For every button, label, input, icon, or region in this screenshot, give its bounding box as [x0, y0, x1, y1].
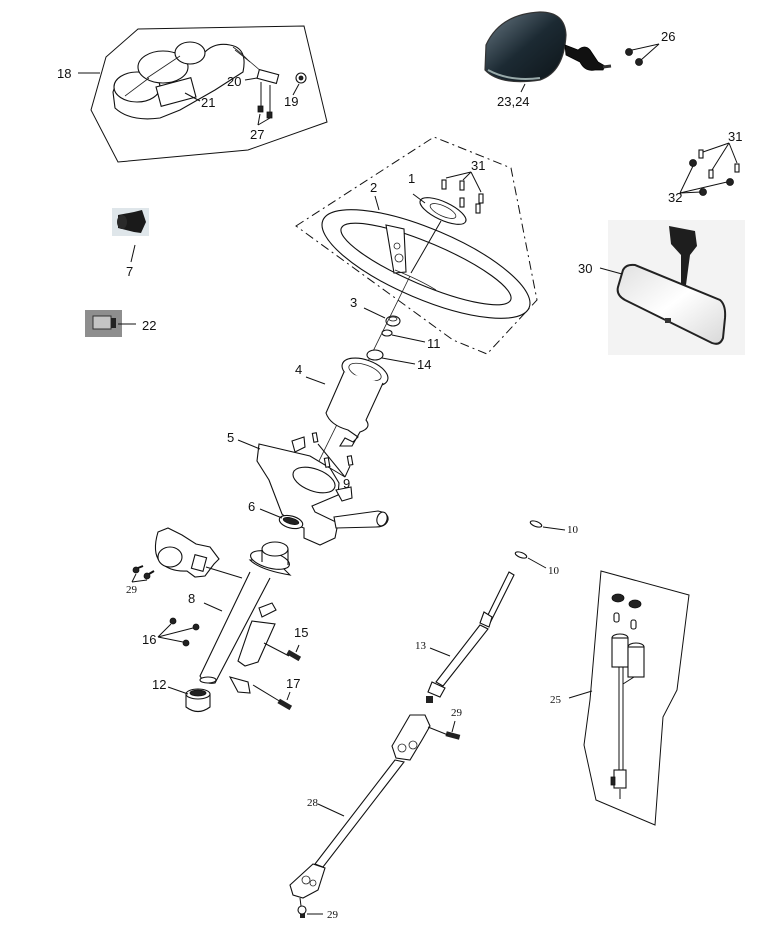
- mirror-nut[interactable]: [689, 159, 697, 167]
- callout-2: 2: [370, 180, 377, 195]
- callout-8: 8: [188, 591, 195, 606]
- u-joint-bolt-lower[interactable]: [297, 905, 307, 918]
- callout-27: 27: [250, 127, 264, 142]
- rocker-switch-part[interactable]: [85, 310, 122, 337]
- callout-12: 12: [152, 677, 166, 692]
- socket-harness-group: 25: [550, 570, 690, 826]
- speed-sensor[interactable]: [232, 46, 280, 119]
- rearview-mirror-group: 30: [578, 220, 745, 355]
- callout-18: 18: [57, 66, 71, 81]
- callout-15: 15: [294, 625, 308, 640]
- callout-29-upper: 29: [451, 707, 463, 719]
- group-outline: [90, 25, 328, 163]
- rearview-mirror[interactable]: [616, 226, 727, 345]
- mount-bolt-upper[interactable]: [286, 649, 302, 662]
- column-bushing[interactable]: [185, 688, 211, 713]
- universal-joint-shaft[interactable]: [289, 714, 431, 899]
- instrument-cluster[interactable]: [112, 41, 245, 120]
- callout-16: 16: [142, 632, 156, 647]
- callout-25: 25: [550, 694, 562, 706]
- callout-21: 21: [201, 95, 215, 110]
- column-cover[interactable]: [325, 353, 392, 447]
- callout-23-24: 23,24: [497, 94, 530, 109]
- callout-22: 22: [142, 318, 156, 333]
- mount-bolt-lower[interactable]: [277, 698, 293, 711]
- steering-shaft[interactable]: [426, 571, 515, 703]
- mirror-nut[interactable]: [635, 58, 643, 66]
- bulb-socket[interactable]: [295, 72, 307, 84]
- mount-bracket: [237, 620, 276, 667]
- instrument-cluster-group: 18 21 20 19 27: [57, 25, 328, 163]
- mirror-nut[interactable]: [726, 178, 734, 186]
- horn-bolts[interactable]: [441, 179, 484, 214]
- callout-29-lower: 29: [327, 909, 339, 921]
- callout-10-upper: 10: [567, 524, 579, 536]
- mirror-nut[interactable]: [625, 48, 633, 56]
- callout-6: 6: [248, 499, 255, 514]
- u-joint-bolt-upper[interactable]: [445, 731, 461, 740]
- ignition-switch[interactable]: [154, 527, 220, 578]
- callout-31-mirror: 31: [728, 129, 742, 144]
- mirror-bolt[interactable]: [698, 149, 704, 159]
- mirror-bolt[interactable]: [708, 169, 714, 179]
- warning-light-panel: [155, 77, 197, 107]
- bracket-tab: [335, 486, 353, 502]
- fuel-gauge-dial: [174, 41, 206, 65]
- callout-19: 19: [284, 94, 298, 109]
- callout-20: 20: [227, 74, 241, 89]
- callout-32: 32: [668, 190, 682, 205]
- callout-31-wheel: 31: [471, 158, 485, 173]
- socket-bulb-part[interactable]: [112, 208, 149, 236]
- o-ring[interactable]: [514, 551, 528, 560]
- mirror-bolt[interactable]: [734, 163, 740, 173]
- side-mirror-group: 23,24 26: [484, 11, 675, 109]
- column-bracket[interactable]: [256, 436, 389, 546]
- spacer-ring[interactable]: [366, 349, 384, 361]
- callout-10-lower: 10: [548, 565, 560, 577]
- group-outline: [583, 570, 690, 826]
- o-ring[interactable]: [529, 520, 543, 529]
- callout-11: 11: [427, 336, 441, 351]
- steering-wheel-group: 1 2 31 3 11: [295, 136, 543, 355]
- column-bearing[interactable]: [278, 513, 304, 531]
- callout-26: 26: [661, 29, 675, 44]
- horn-cover[interactable]: [417, 192, 470, 229]
- callout-4: 4: [295, 362, 302, 377]
- callout-13: 13: [415, 640, 427, 652]
- mount-plate: [258, 602, 277, 618]
- callout-7: 7: [126, 264, 133, 279]
- callout-29-switch: 29: [126, 584, 138, 596]
- side-mirror[interactable]: [484, 11, 612, 83]
- callout-30: 30: [578, 261, 592, 276]
- bracket-tab: [291, 436, 306, 453]
- mirror-bolts-group: 31 32: [668, 129, 742, 205]
- switch-screws[interactable]: [132, 565, 155, 580]
- callout-17: 17: [286, 676, 300, 691]
- washer[interactable]: [381, 329, 393, 337]
- steering-column[interactable]: [199, 541, 292, 694]
- callout-1: 1: [408, 171, 415, 186]
- callout-3: 3: [350, 295, 357, 310]
- socket-harness[interactable]: [610, 593, 645, 799]
- callout-5: 5: [227, 430, 234, 445]
- callout-28: 28: [307, 797, 319, 809]
- steering-wheel[interactable]: [309, 188, 543, 340]
- callout-14: 14: [417, 357, 431, 372]
- bracket-screws[interactable]: [311, 432, 354, 468]
- column-nuts[interactable]: [169, 617, 200, 647]
- mount-bracket-lower: [228, 676, 251, 694]
- callout-9: 9: [343, 476, 350, 491]
- group-outline: [295, 136, 538, 355]
